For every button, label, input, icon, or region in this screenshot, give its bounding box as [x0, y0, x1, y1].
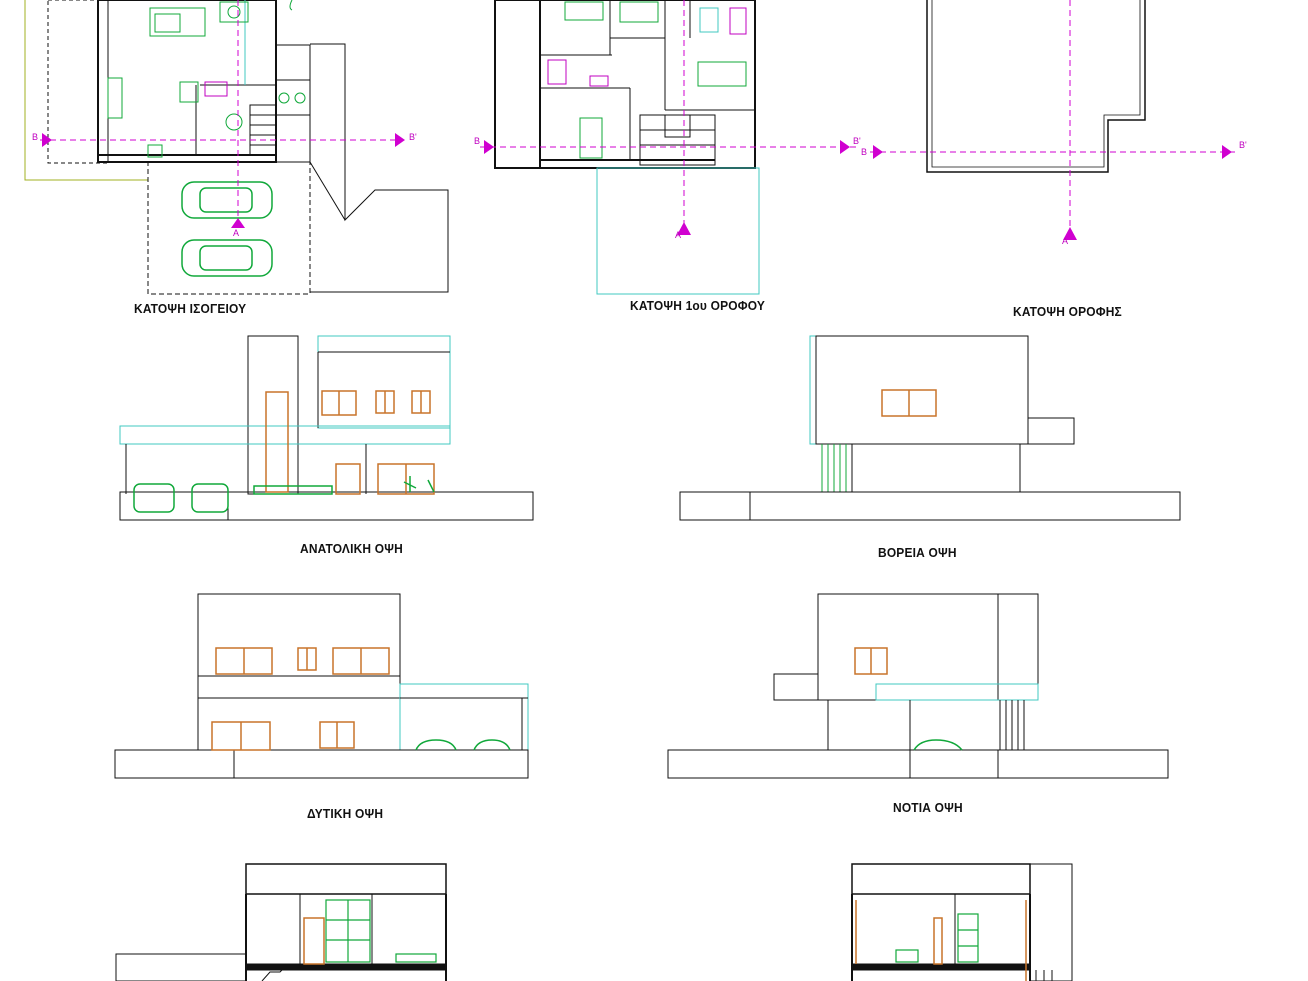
title-west-elevation: ΔΥΤΙΚΗ ΟΨΗ	[307, 806, 384, 821]
title-south-elevation: ΝΟΤΙΑ ΟΨΗ	[893, 800, 963, 815]
section-marker-a-icon	[1063, 227, 1077, 240]
section-label-a: A	[675, 230, 682, 240]
section-label-b: B	[474, 136, 481, 146]
section-marker-b-prime-icon	[395, 133, 405, 147]
section-label-b: B	[32, 132, 39, 142]
section-marker-b-prime-icon	[840, 140, 850, 154]
section-label-b: B	[861, 147, 868, 157]
section-label-b-prime: B'	[853, 136, 861, 146]
title-ground-floor-plan: ΚΑΤΟΨΗ ΙΣΟΓΕΙΟΥ	[134, 301, 247, 316]
section-marker-b-icon	[873, 145, 883, 159]
first-floor-plan	[480, 0, 860, 295]
section-label-a: A	[1062, 236, 1069, 246]
north-elevation	[679, 335, 1181, 521]
section-marker-a-icon	[677, 222, 691, 235]
title-roof-plan: ΚΑΤΟΨΗ ΟΡΟΦΗΣ	[1013, 304, 1122, 319]
section-label-a: A	[233, 228, 240, 238]
south-elevation	[667, 593, 1169, 779]
section-b-drawing	[851, 863, 1073, 981]
east-elevation	[119, 335, 534, 521]
title-north-elevation: ΒΟΡΕΙΑ ΟΨΗ	[878, 545, 957, 560]
section-marker-b-icon	[42, 133, 52, 147]
west-elevation	[114, 593, 529, 779]
ground-floor-plan	[24, 0, 449, 295]
roof-plan	[870, 0, 1235, 240]
section-label-b-prime: B'	[1239, 140, 1247, 150]
section-marker-b-icon	[484, 140, 494, 154]
section-label-b-prime: B'	[409, 132, 417, 142]
section-a-drawing	[115, 863, 447, 981]
section-marker-b-prime-icon	[1222, 145, 1232, 159]
title-east-elevation: ΑΝΑΤΟΛΙΚΗ ΟΨΗ	[300, 541, 403, 556]
title-first-floor-plan: ΚΑΤΟΨΗ 1ου ΟΡΟΦΟΥ	[630, 298, 766, 313]
section-marker-a-icon	[231, 218, 245, 228]
